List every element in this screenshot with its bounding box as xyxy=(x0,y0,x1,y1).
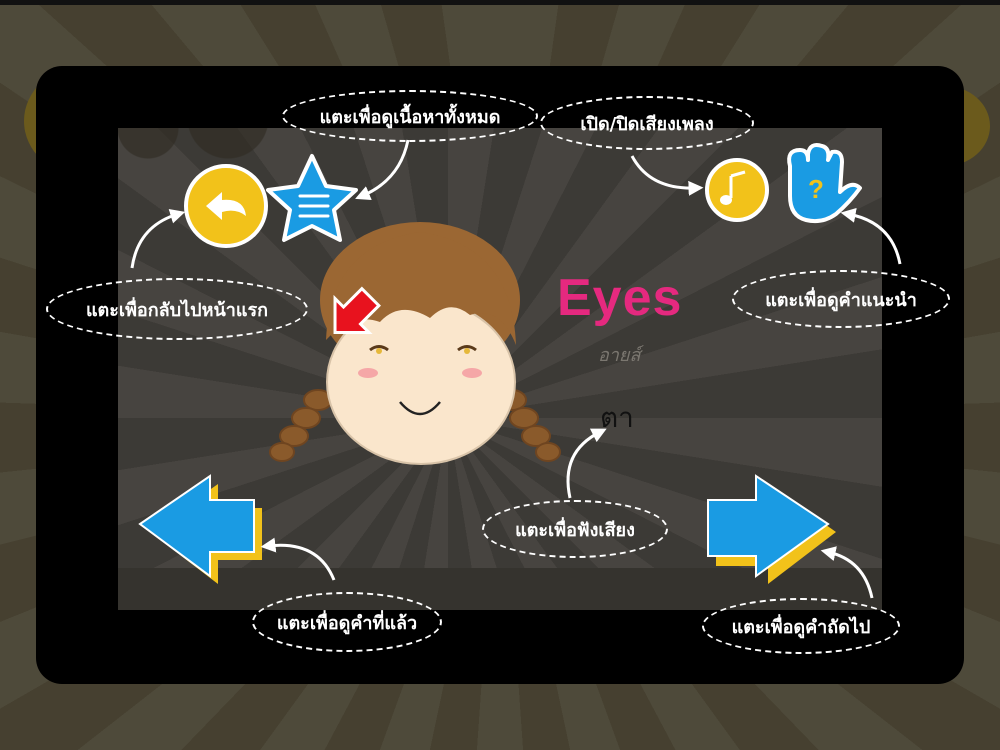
english-word: Eyes xyxy=(557,269,683,327)
callout-previous-word: แตะเพื่อดูคำที่แล้ว xyxy=(252,592,442,652)
callout-next-word: แตะเพื่อดูคำถัดไป xyxy=(702,598,900,654)
callout-view-instructions: แตะเพื่อดูคำแนะนำ xyxy=(732,270,950,328)
callout-listen-sound: แตะเพื่อฟังเสียง xyxy=(482,500,668,558)
svg-text:?: ? xyxy=(808,174,824,204)
callout-view-all-contents: แตะเพื่อดูเนื้อหาทั้งหมด xyxy=(282,90,538,142)
pronunciation-text: อายส์ xyxy=(598,345,641,366)
thai-meaning[interactable]: ตา xyxy=(600,401,634,434)
top-bar xyxy=(0,0,1000,5)
callout-back-to-home: แตะเพื่อกลับไปหน้าแรก xyxy=(46,278,308,340)
callout-toggle-music: เปิด/ปิดเสียงเพลง xyxy=(540,96,754,150)
